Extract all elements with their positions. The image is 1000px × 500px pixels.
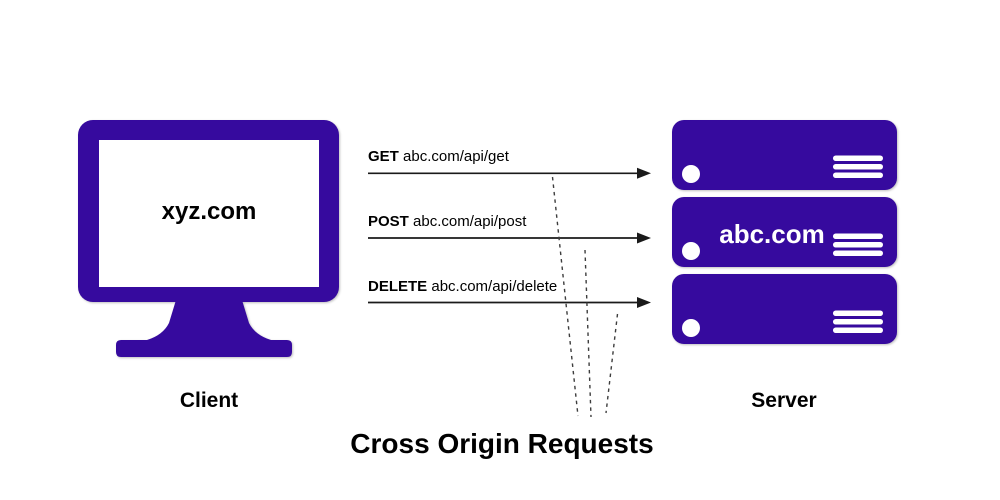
server-led-icon (682, 242, 700, 260)
cors-callout-dashed-lines (551, 176, 619, 418)
server-led-icon (682, 319, 700, 337)
get-request-path: abc.com/api/get (403, 148, 509, 165)
server-unit-middle (672, 197, 897, 267)
post-arrowhead-icon (637, 232, 651, 244)
server-vent-line (833, 327, 883, 333)
server-led-icon (682, 165, 700, 183)
client-caption: Client (179, 389, 239, 412)
client-screen-label: xyz.com (161, 197, 257, 225)
delete-request-label: DELETE abc.com/api/delete (368, 277, 557, 296)
dashed-line-post (584, 249, 592, 418)
get-arrowhead-icon (637, 167, 651, 179)
server-vent-line (833, 164, 883, 170)
post-request-label: POST abc.com/api/post (368, 212, 526, 231)
server-caption: Server (751, 389, 817, 412)
dashed-line-delete (605, 313, 619, 414)
server-unit-bottom (672, 274, 897, 344)
monitor-screen (99, 140, 319, 287)
get-request-label: GET abc.com/api/get (368, 147, 509, 166)
client-monitor-icon (78, 120, 339, 357)
delete-arrowhead-icon (637, 297, 651, 308)
post-request-path: abc.com/api/post (413, 213, 527, 230)
request-arrows (368, 172, 637, 304)
delete-request-method: DELETE (368, 278, 428, 295)
server-vent-line (833, 242, 883, 248)
server-stack-icon (672, 120, 897, 344)
dashed-line-get (551, 176, 579, 417)
server-vent-line (833, 155, 883, 161)
server-unit-label: abc.com (719, 218, 825, 249)
diagram-title: Cross Origin Requests (350, 428, 654, 459)
post-request-method: POST (368, 213, 409, 230)
get-request-method: GET (368, 148, 399, 165)
server-unit-top (672, 120, 897, 190)
request-arrowheads (637, 167, 651, 308)
server-vent-line (833, 310, 883, 316)
monitor-stand (116, 300, 292, 357)
server-vent-line (833, 319, 883, 325)
server-vent-line (833, 172, 883, 178)
server-vent-line (833, 233, 883, 239)
server-vent-line (833, 250, 883, 256)
delete-request-path: abc.com/api/delete (431, 278, 558, 295)
